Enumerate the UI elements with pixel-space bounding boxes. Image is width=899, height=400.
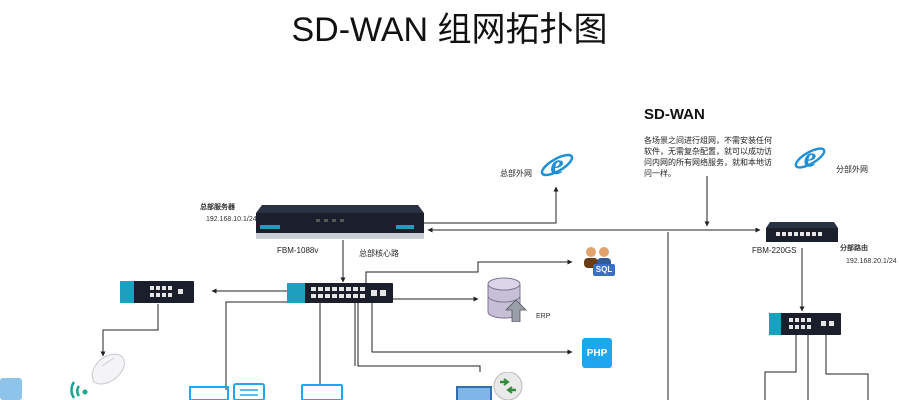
link-branch-drop-c <box>825 334 869 400</box>
php-label: PHP <box>586 347 608 359</box>
wifi-icon <box>70 381 88 399</box>
ie-globe-icon: e <box>794 143 826 174</box>
branch-route-label: 分部路由 <box>840 245 868 252</box>
left-switch-device <box>120 281 194 303</box>
sdwan-description: 各场景之间进行组网，不需安装任何软件，无需复杂配置，就可以成功访问内网的所有网络… <box>644 136 772 178</box>
app-tile-icon <box>0 378 22 400</box>
core-switch-device <box>287 283 393 303</box>
hq-router-device <box>256 205 424 239</box>
link-hq-router-extranet <box>420 186 559 224</box>
database-icon <box>487 277 527 322</box>
remote-desktop-icon <box>456 372 523 400</box>
link-left-switch-down <box>100 304 159 357</box>
link-core-php <box>371 302 573 355</box>
link-branch-drop-a <box>764 334 797 400</box>
erp-label: ERP <box>536 313 551 320</box>
page-title: SD-WAN 组网拓扑图 <box>291 11 608 49</box>
link-core-laptop <box>225 301 296 390</box>
sdwan-heading: SD-WAN <box>644 106 705 123</box>
mouse-icon <box>91 353 125 385</box>
branch-extranet-label: 分部外网 <box>836 165 868 174</box>
ie-globe-icon: e <box>540 148 574 181</box>
hq-server-label: 总部服务器 <box>200 204 235 211</box>
laptop-icon <box>189 383 265 400</box>
branch-switch-device <box>769 313 841 335</box>
link-core-remote <box>357 302 481 372</box>
branch-router-device <box>766 222 838 242</box>
hq-core-route-label: 总部核心路 <box>359 249 399 258</box>
monitor-icon <box>301 384 343 400</box>
sql-label: SQL <box>595 265 613 274</box>
branch-router-model: FBM-220GS <box>752 246 797 255</box>
hq-server-ip: 192.168.10.1/24 <box>206 216 257 223</box>
svg-text:e: e <box>550 148 563 181</box>
sql-users-icon: SQL <box>580 244 616 278</box>
branch-route-ip: 192.168.20.1/24 <box>846 258 897 265</box>
hq-extranet-label: 总部外网 <box>500 169 532 178</box>
svg-text:e: e <box>804 143 817 174</box>
php-tile-icon: PHP <box>582 338 612 368</box>
link-core-sql <box>365 259 573 284</box>
hq-router-model: FBM-1088v <box>277 246 319 255</box>
